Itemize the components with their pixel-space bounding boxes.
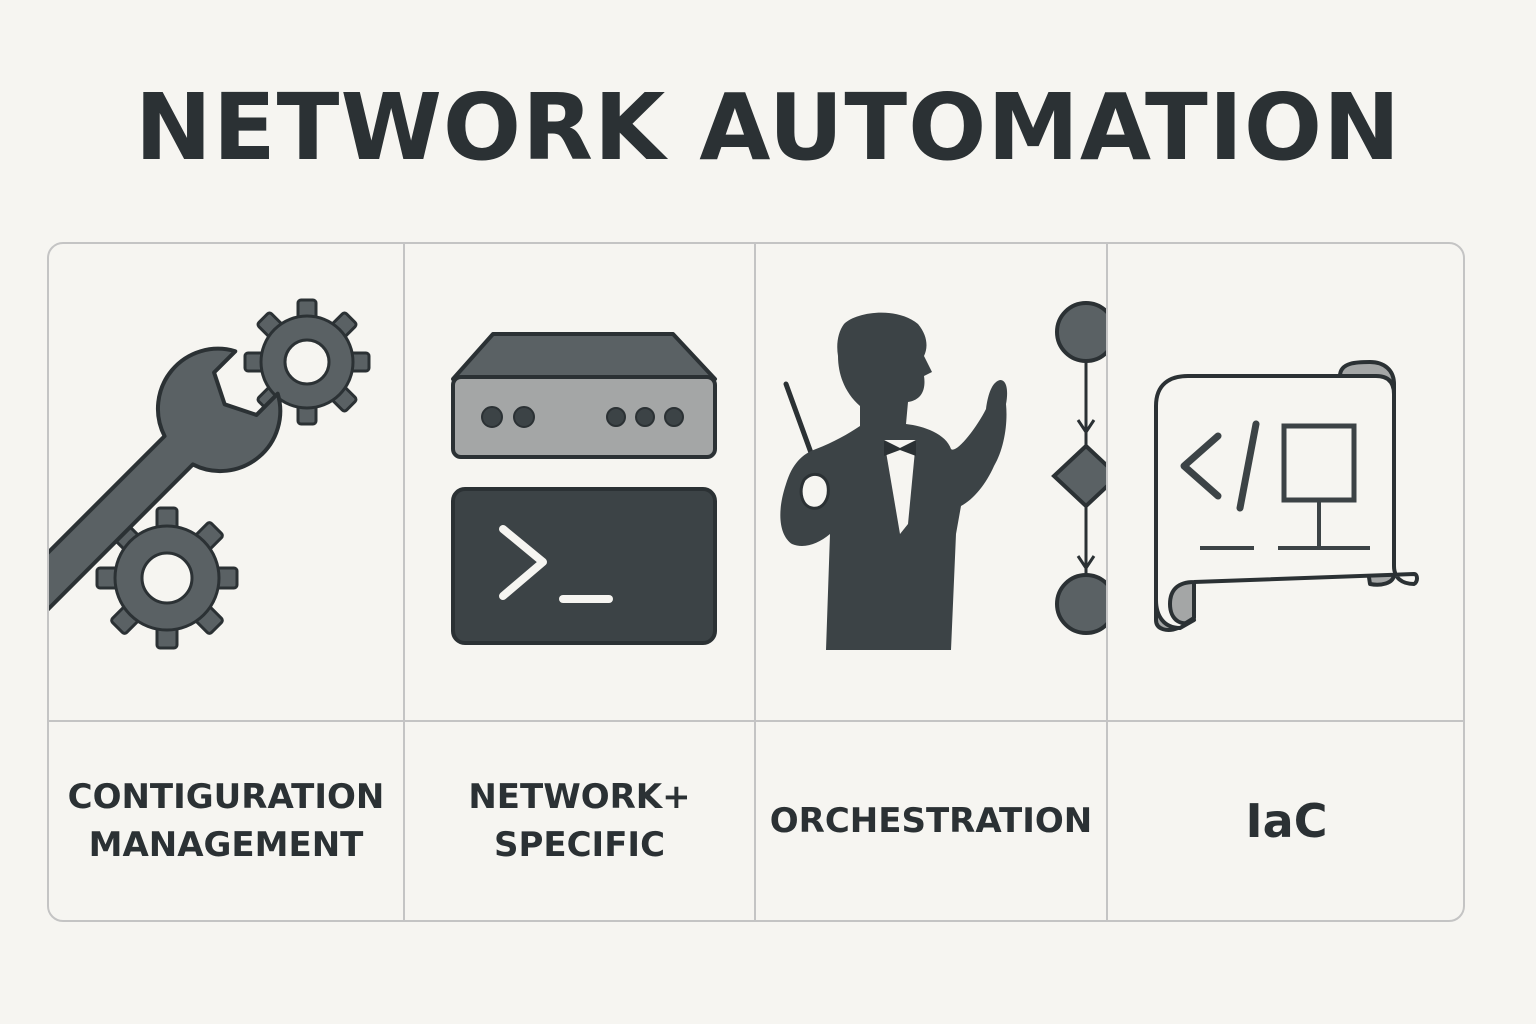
wrench-and-gears-icon bbox=[49, 298, 371, 650]
code-blueprint-scroll-icon bbox=[1154, 360, 1419, 632]
iac-cell bbox=[1108, 244, 1463, 720]
label-configuration-management: CONTIGURATION MANAGEMENT bbox=[67, 777, 385, 865]
column-divider bbox=[403, 244, 405, 920]
label-iac: IaC bbox=[1245, 794, 1328, 848]
configuration-management-cell bbox=[49, 244, 403, 720]
categories-grid: CONTIGURATION MANAGEMENT NETWORK+ SPECIF… bbox=[47, 242, 1465, 922]
column-divider bbox=[754, 244, 756, 920]
network-device-and-terminal-icon bbox=[451, 332, 717, 645]
label-network-specific: NETWORK+ SPECIFIC bbox=[468, 777, 691, 865]
orchestration-cell bbox=[756, 244, 1106, 720]
column-divider bbox=[1106, 244, 1108, 920]
row-divider bbox=[49, 720, 1463, 722]
page-title: NETWORK AUTOMATION bbox=[134, 74, 1402, 181]
label-orchestration: ORCHESTRATION bbox=[769, 801, 1093, 841]
network-specific-cell bbox=[405, 244, 754, 720]
conductor-and-flowchart-icon bbox=[780, 301, 1106, 650]
